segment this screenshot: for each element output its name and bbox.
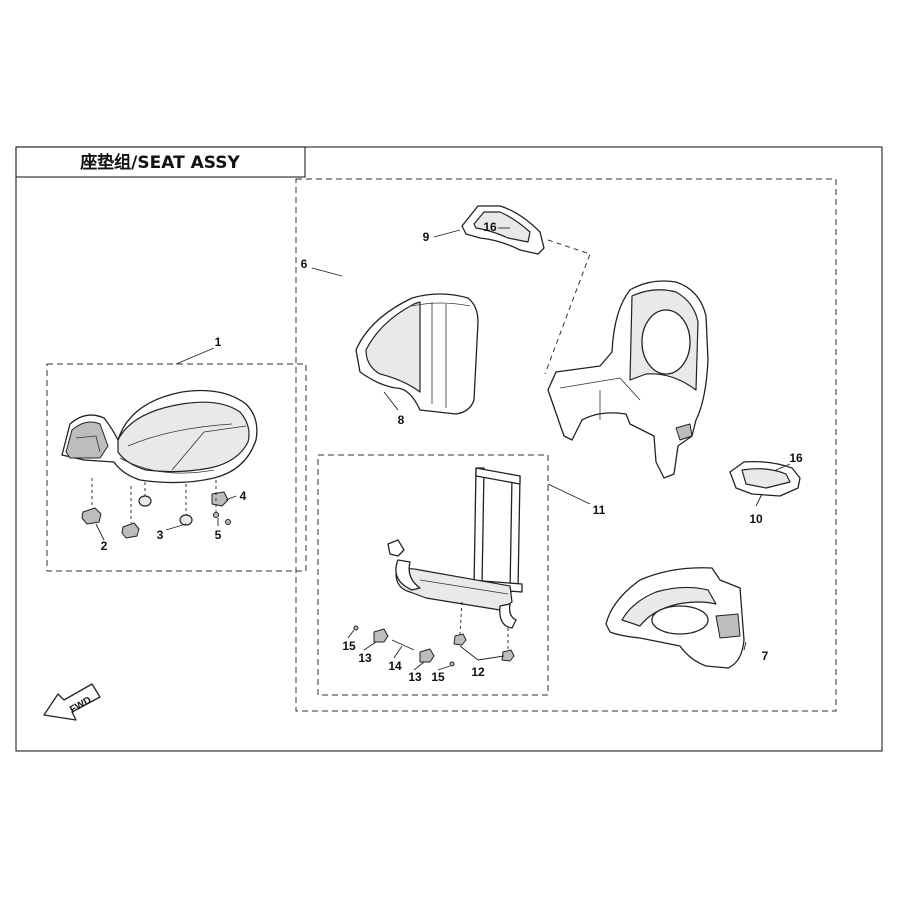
callout-5: 5 — [215, 528, 222, 542]
part-2-clips — [81, 478, 140, 539]
title-box — [15, 146, 306, 178]
part-12-nuts — [453, 601, 515, 662]
callout-15a: 15 — [342, 639, 356, 653]
callout-10: 10 — [749, 512, 763, 526]
page-title: 座垫组/SEAT ASSY — [80, 152, 240, 173]
callout-2: 2 — [101, 539, 108, 553]
part-1-seat — [61, 389, 258, 484]
part-13-15-hardware — [353, 625, 455, 667]
leader-lines — [95, 227, 791, 671]
callout-16b: 16 — [789, 451, 803, 465]
callout-9: 9 — [423, 230, 430, 244]
callout-4: 4 — [240, 489, 247, 503]
part-8-back-cushion — [355, 293, 479, 415]
callout-3: 3 — [157, 528, 164, 542]
group-box-seat — [46, 363, 307, 572]
callout-13b: 13 — [408, 670, 422, 684]
outer-frame — [15, 146, 883, 752]
part-7-rear-cover — [605, 567, 745, 669]
part-3-pads — [138, 482, 193, 526]
callout-1: 1 — [215, 335, 222, 349]
callouts: 1 2 3 4 5 6 7 8 9 10 11 12 13 13 14 15 1… — [101, 220, 803, 684]
part-10-handle — [729, 460, 801, 497]
callout-14: 14 — [388, 659, 402, 673]
callout-16a: 16 — [483, 220, 497, 234]
callout-11: 11 — [593, 503, 606, 517]
connector-9 — [544, 239, 591, 375]
group-box-backrest — [295, 178, 837, 712]
callout-8: 8 — [398, 413, 405, 427]
part-11-seat-frame — [387, 467, 523, 629]
part-6-backrest-shell — [547, 280, 709, 479]
fwd-arrow: FWD — [43, 683, 101, 721]
callout-13a: 13 — [358, 651, 372, 665]
part-4-latch — [211, 480, 231, 525]
callout-12: 12 — [471, 665, 485, 679]
callout-6: 6 — [301, 257, 308, 271]
part-9-grab-handle — [461, 205, 545, 255]
callout-15b: 15 — [431, 670, 445, 684]
group-box-frame — [317, 454, 549, 696]
callout-7: 7 — [762, 649, 769, 663]
